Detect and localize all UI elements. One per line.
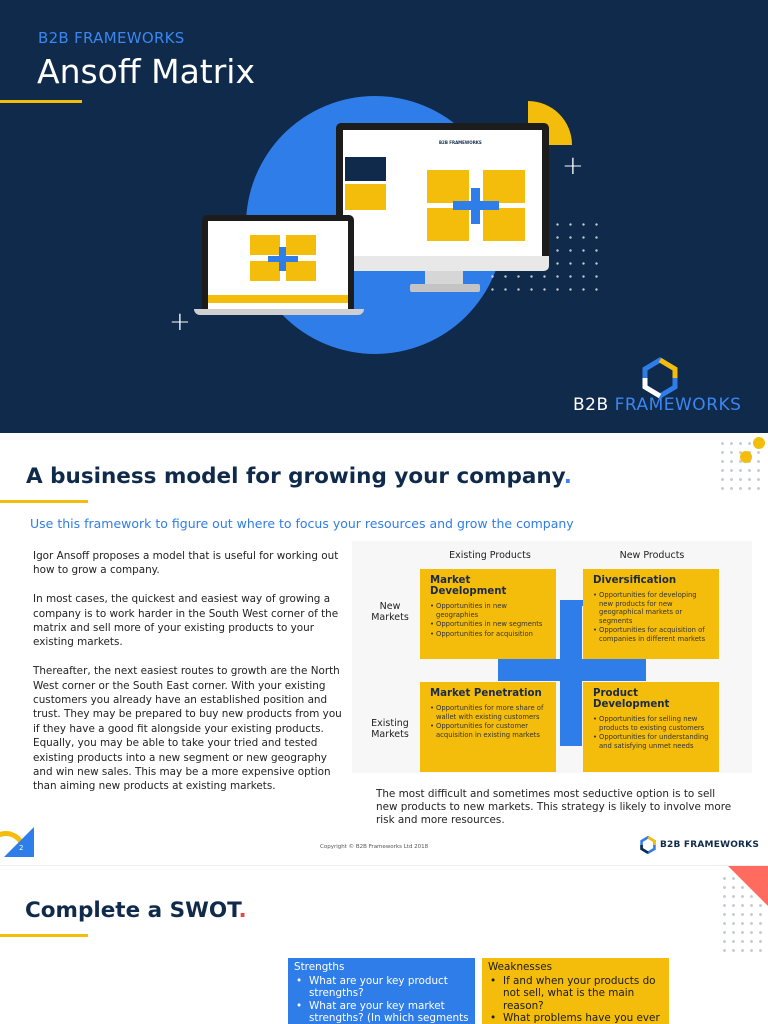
plus-icon: +	[169, 307, 191, 337]
slide-swot: Complete a SWOT. Strengths What are your…	[0, 865, 768, 1024]
page-number: 2	[19, 844, 24, 852]
mini-quadrant	[427, 170, 469, 203]
swot-label: Weaknesses	[488, 961, 553, 973]
monitor-illustration: B2B FRAMEWORKS	[336, 123, 549, 271]
matrix-cross-arrows	[560, 600, 584, 606]
quadrant-bullet: Opportunities for developing new product…	[593, 591, 709, 625]
monitor-stand	[425, 271, 463, 285]
page-corner-triangle	[4, 827, 34, 857]
mini-panel	[345, 157, 386, 181]
column-header-new-products: New Products	[619, 550, 685, 561]
mini-quadrant	[483, 208, 525, 241]
quadrant-bullet: Opportunities for selling new products t…	[593, 715, 709, 732]
monitor-screen: B2B FRAMEWORKS	[343, 130, 542, 256]
body-paragraph: Thereafter, the next easiest routes to g…	[33, 665, 342, 793]
mini-quadrant	[250, 261, 280, 281]
swot-bullet: What problems have you ever	[488, 1012, 663, 1024]
mini-quadrant	[250, 235, 280, 255]
monitor-foot	[410, 284, 480, 292]
quadrant-bullet: Opportunities for acquisition	[430, 630, 546, 639]
swot-bullet: What are your key product strengths?	[294, 975, 469, 1000]
swot-label: Strengths	[294, 961, 345, 973]
quadrant-bullet: Opportunities for customer acquisition i…	[430, 722, 546, 739]
b2b-logo-icon	[640, 836, 656, 854]
quadrant-title: Product Development	[593, 688, 670, 710]
quadrant-bullet: Opportunities for understanding and sati…	[593, 733, 709, 750]
quadrant-diversification: Diversification Opportunities for develo…	[583, 569, 719, 659]
mini-panel	[345, 184, 386, 210]
slide-kicker: B2B FRAMEWORKS	[38, 29, 185, 47]
quadrant-product-development: Product Development Opportunities for se…	[583, 682, 719, 772]
copyright-text: Copyright © B2B Frameworks Ltd 2018	[320, 844, 429, 850]
slide-title-text: Ansoff Matrix	[37, 52, 255, 91]
quadrant-bullet: Opportunities for acquisition of compani…	[593, 626, 709, 643]
quadrant-bullets: Opportunities for selling new products t…	[593, 715, 709, 750]
swot-weaknesses: Weaknesses If and when your products do …	[482, 958, 669, 1024]
quadrant-title: Diversification	[593, 575, 677, 586]
mini-cross	[268, 256, 298, 262]
footer-brand: B2B FRAMEWORKS	[639, 836, 759, 854]
quadrant-bullet: Opportunities in new segments	[430, 620, 546, 629]
swot-bullet: If and when your products do not sell, w…	[488, 975, 663, 1013]
swot-strengths: Strengths What are your key product stre…	[288, 958, 475, 1024]
column-header-existing-products: Existing Products	[449, 550, 531, 561]
heading-underline	[0, 934, 88, 937]
slide-ansoff-matrix: A business model for growing your compan…	[0, 433, 768, 865]
laptop-screen	[208, 221, 348, 309]
quadrant-bullet: Opportunities for more share of wallet w…	[430, 704, 546, 721]
heading-dot: .	[238, 898, 247, 923]
body-paragraph: In most cases, the quickest and easiest …	[33, 593, 339, 649]
row-header-existing-markets: Existing Markets	[371, 718, 409, 740]
quadrant-bullets: Opportunities for more share of wallet w…	[430, 704, 546, 739]
slide-heading: A business model for growing your compan…	[26, 464, 572, 489]
yellow-dot	[753, 437, 765, 449]
mini-quadrant	[427, 208, 469, 241]
quadrant-bullets: Opportunities for developing new product…	[593, 591, 709, 643]
brand-wordmark: B2B FRAMEWORKS	[573, 395, 741, 415]
body-paragraph: Igor Ansoff proposes a model that is use…	[33, 550, 339, 577]
footer-brand-text: B2B FRAMEWORKS	[660, 840, 760, 850]
row-header-new-markets: New Markets	[371, 601, 409, 623]
laptop-illustration	[202, 215, 354, 311]
heading-underline	[0, 500, 88, 503]
matrix-cross-horizontal	[498, 659, 646, 681]
body-text: Igor Ansoff proposes a model that is use…	[33, 549, 343, 808]
decorative-red-triangle	[728, 866, 768, 906]
swot-bullets: If and when your products do not sell, w…	[488, 975, 663, 1024]
mini-quadrant	[286, 235, 316, 255]
quadrant-bullet: Opportunities in new geographies	[430, 602, 546, 619]
quadrant-market-development: Market Development Opportunities in new …	[420, 569, 556, 659]
yellow-dot	[740, 451, 752, 463]
b2b-logo-icon	[642, 357, 678, 399]
title-underline	[0, 100, 82, 103]
heading-text: Complete a SWOT	[25, 898, 239, 923]
brand-secondary: FRAMEWORKS	[614, 395, 742, 415]
quadrant-title: Market Penetration	[430, 688, 542, 699]
swot-bullets: What are your key product strengths? Wha…	[294, 975, 469, 1024]
mini-footer-bar	[208, 295, 348, 303]
matrix-note: The most difficult and sometimes most se…	[376, 788, 732, 826]
quadrant-title: Market Development	[430, 575, 507, 597]
laptop-base	[194, 309, 364, 315]
heading-text: A business model for growing your compan…	[26, 464, 564, 489]
mini-quadrant	[483, 170, 525, 203]
monitor-chin	[336, 256, 549, 271]
heading-dot: .	[563, 464, 572, 489]
slide-heading: Complete a SWOT.	[25, 898, 247, 923]
mini-cross	[453, 201, 499, 210]
slide-subtitle: Use this framework to figure out where t…	[30, 516, 574, 531]
mini-brand: B2B FRAMEWORKS	[439, 140, 482, 145]
swot-bullet: What are your key market strengths? (In …	[294, 1000, 469, 1024]
quadrant-bullets: Opportunities in new geographies Opportu…	[430, 602, 546, 638]
brand-primary: B2B	[573, 395, 609, 415]
slide-title: B2B FRAMEWORKS Ansoff Matrix + + B2B FRA…	[0, 0, 768, 433]
quadrant-market-penetration: Market Penetration Opportunities for mor…	[420, 682, 556, 772]
mini-quadrant	[286, 261, 316, 281]
plus-icon: +	[562, 151, 584, 181]
